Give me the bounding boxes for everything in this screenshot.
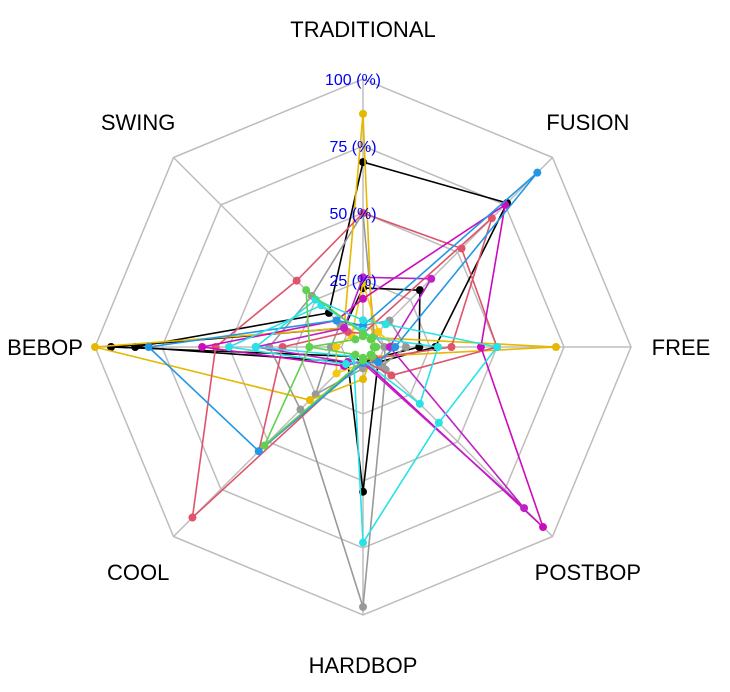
- data-point: [487, 214, 496, 223]
- data-point: [401, 343, 410, 351]
- data-point: [340, 324, 349, 333]
- data-point: [359, 209, 367, 217]
- data-point: [366, 350, 375, 359]
- tick-labels: 25 (%) 50 (%) 75 (%) 100 (%): [325, 72, 381, 290]
- axis-label-swing: SWING: [101, 110, 176, 135]
- data-point: [292, 276, 301, 285]
- data-point: [225, 343, 233, 351]
- axis-label-postbop: POSTBOP: [535, 560, 641, 585]
- data-point: [434, 418, 443, 427]
- data-point: [359, 294, 367, 303]
- data-point: [351, 335, 360, 344]
- tick-label: 25 (%): [329, 273, 376, 290]
- data-point: [415, 286, 424, 295]
- data-point: [251, 343, 260, 351]
- data-point: [332, 343, 341, 351]
- series-15: [305, 332, 378, 362]
- grid-spoke: [377, 156, 554, 333]
- data-point: [447, 343, 456, 351]
- data-point: [533, 168, 542, 177]
- data-point: [415, 399, 424, 408]
- data-point: [381, 320, 390, 329]
- data-point: [476, 343, 485, 351]
- axis-label-free: FREE: [652, 335, 711, 360]
- axis-labels: TRADITIONAL FUSION FREE POSTBOP HARDBOP COOL B…: [7, 17, 710, 678]
- data-point: [311, 295, 320, 304]
- data-point: [144, 343, 153, 351]
- data-point: [391, 343, 400, 351]
- data-point: [359, 375, 367, 384]
- series-line: [94, 113, 557, 401]
- data-point: [341, 360, 350, 369]
- data-point: [387, 371, 396, 380]
- data-point: [351, 350, 360, 359]
- data-point: [359, 273, 367, 282]
- data-point: [359, 332, 367, 341]
- data-point: [539, 523, 548, 532]
- data-point: [91, 343, 99, 351]
- axis-label-hardbop: HARDBOP: [309, 653, 418, 678]
- data-point: [305, 343, 314, 351]
- data-point: [434, 343, 443, 351]
- data-point: [493, 343, 501, 351]
- tick-label: 75 (%): [329, 139, 376, 156]
- tick-label: 50 (%): [329, 206, 376, 223]
- data-point: [198, 343, 207, 351]
- data-point: [359, 538, 367, 547]
- data-point: [359, 109, 367, 118]
- axis-label-cool: COOL: [107, 560, 169, 585]
- data-point: [260, 441, 269, 450]
- data-point: [369, 343, 378, 351]
- data-point: [332, 369, 341, 378]
- data-point: [254, 447, 263, 456]
- data-point: [188, 513, 197, 522]
- data-point: [520, 504, 529, 513]
- axis-label-fusion: FUSION: [546, 110, 629, 135]
- data-point: [366, 335, 375, 344]
- data-point: [296, 405, 305, 414]
- data-point: [359, 602, 367, 611]
- axis-label-bebop: BEBOP: [7, 335, 83, 360]
- data-point: [359, 316, 367, 325]
- tick-label: 100 (%): [325, 72, 381, 89]
- data-point: [374, 358, 383, 367]
- axis-label-traditional: TRADITIONAL: [290, 17, 435, 42]
- data-point: [551, 343, 560, 351]
- data-point: [305, 396, 314, 405]
- data-point: [374, 327, 383, 336]
- radar-series: [91, 109, 560, 611]
- data-point: [427, 274, 436, 283]
- data-point: [359, 353, 367, 362]
- data-point: [302, 286, 311, 295]
- data-point: [332, 316, 341, 325]
